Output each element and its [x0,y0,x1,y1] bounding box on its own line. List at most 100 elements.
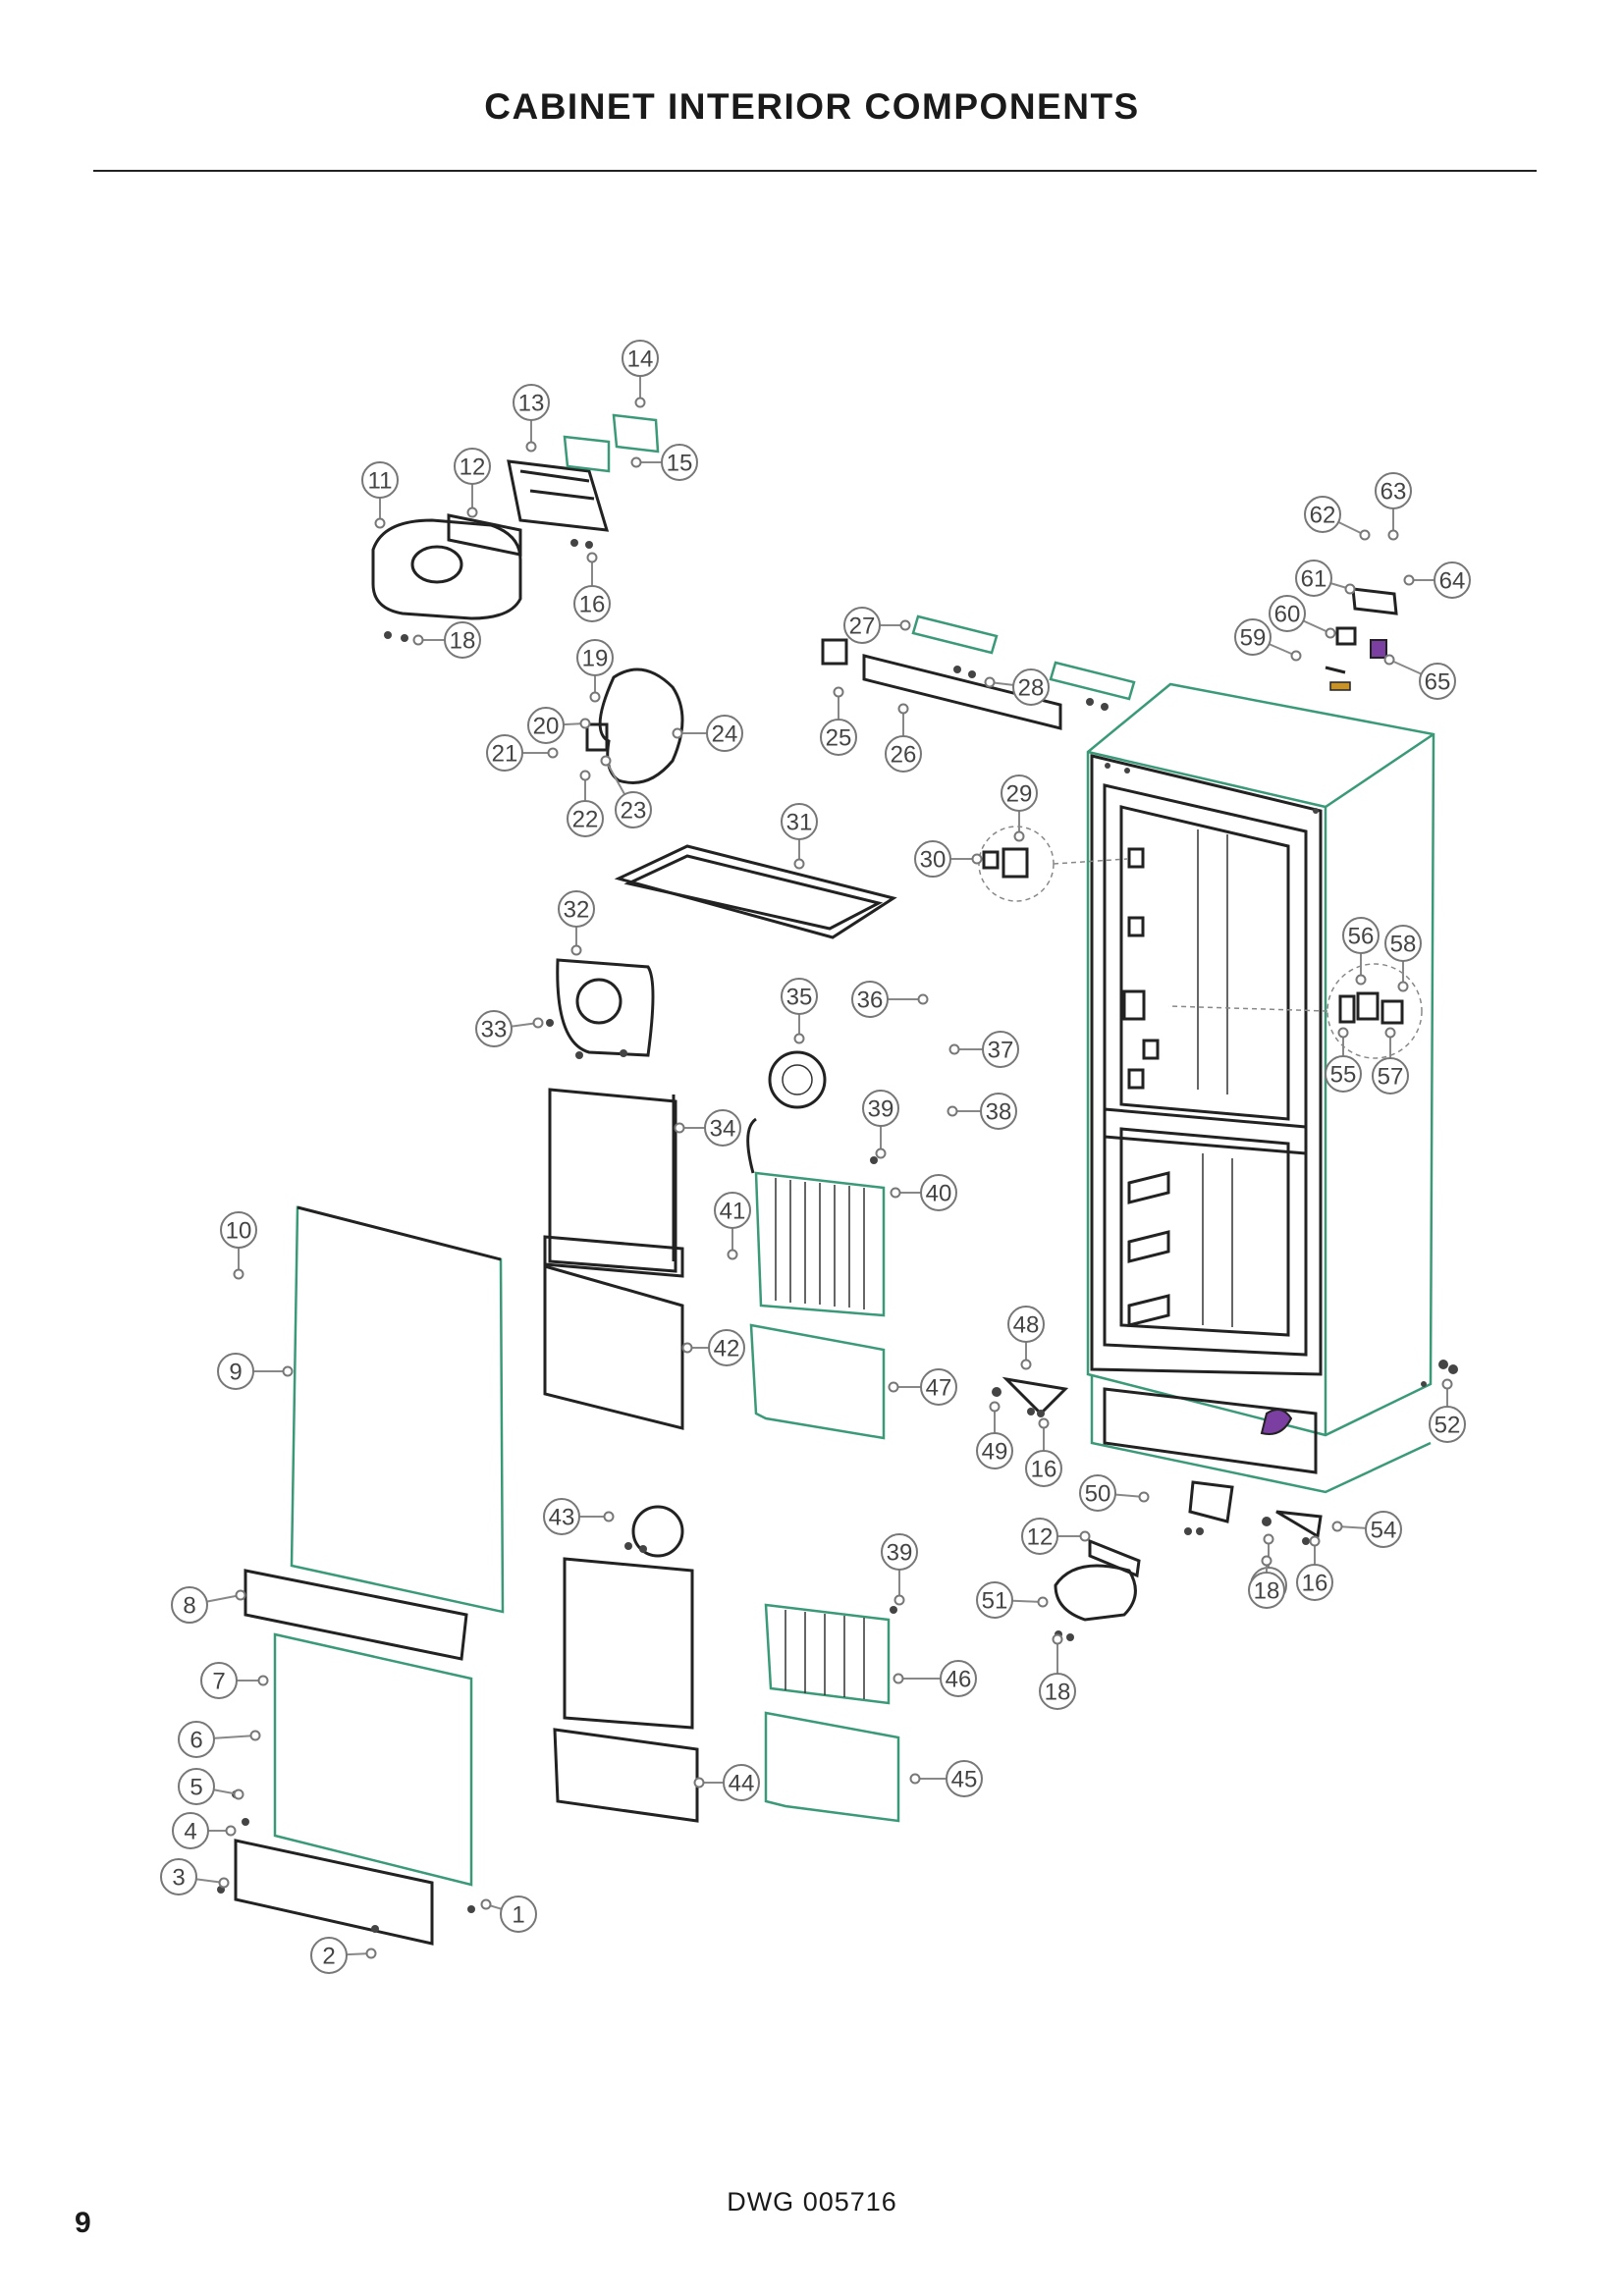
callout-27: 27 [843,607,911,644]
callout-8: 8 [171,1586,246,1624]
svg-text:9: 9 [229,1360,242,1386]
svg-text:18: 18 [450,628,476,655]
callout-28: 28 [984,668,1050,706]
svg-text:49: 49 [982,1439,1008,1466]
callout-9: 9 [217,1353,294,1390]
callout-19: 19 [576,639,614,703]
callout-65: 65 [1383,654,1456,700]
svg-text:28: 28 [1018,675,1045,702]
callout-18: 18 [1248,1555,1285,1609]
svg-text:60: 60 [1274,602,1301,628]
svg-text:37: 37 [988,1038,1014,1064]
svg-text:25: 25 [826,725,852,752]
svg-text:5: 5 [189,1775,202,1801]
evaporator-coil [746,1117,886,1317]
svg-text:32: 32 [564,897,590,924]
callout-34: 34 [674,1109,741,1147]
parts-drawing [217,413,1458,1946]
callout-35: 35 [781,978,818,1044]
svg-text:34: 34 [710,1116,736,1143]
svg-text:6: 6 [189,1728,202,1754]
callout-62: 62 [1304,496,1371,541]
callout-2: 2 [310,1937,377,1974]
svg-text:8: 8 [183,1593,195,1620]
callout-41: 41 [714,1192,751,1260]
svg-text:4: 4 [184,1819,196,1845]
callout-46: 46 [893,1660,977,1697]
callout-11: 11 [361,461,399,529]
callout-29: 29 [1001,774,1038,842]
callout-6: 6 [178,1721,261,1758]
callout-44: 44 [693,1764,760,1801]
svg-text:41: 41 [720,1199,746,1225]
callout-4: 4 [172,1812,237,1849]
svg-text:65: 65 [1425,669,1451,696]
svg-text:40: 40 [926,1181,952,1207]
svg-text:16: 16 [1302,1571,1328,1597]
svg-text:44: 44 [729,1771,755,1797]
callout-56: 56 [1342,917,1380,986]
callout-32: 32 [558,890,595,956]
svg-text:18: 18 [1045,1680,1071,1706]
callout-1: 1 [480,1896,537,1933]
svg-text:42: 42 [714,1336,740,1362]
callout-61: 61 [1295,560,1356,597]
svg-text:61: 61 [1301,566,1327,593]
svg-text:12: 12 [460,454,486,481]
callout-12: 12 [1021,1518,1091,1555]
callout-12: 12 [454,448,491,518]
callout-49: 49 [976,1401,1013,1469]
svg-text:13: 13 [518,391,545,417]
svg-text:21: 21 [492,741,518,768]
svg-text:10: 10 [226,1218,252,1245]
callout-43: 43 [543,1498,615,1535]
svg-text:30: 30 [920,847,947,874]
callout-64: 64 [1403,561,1471,599]
page-title: CABINET INTERIOR COMPONENTS [484,86,1140,127]
callout-55: 55 [1325,1027,1362,1093]
callout-13: 13 [513,384,550,453]
callout-14: 14 [622,340,659,408]
callout-22: 22 [567,770,604,837]
svg-text:56: 56 [1348,924,1375,950]
callout-23: 23 [600,755,652,828]
callout-60: 60 [1269,595,1336,639]
svg-text:3: 3 [172,1865,185,1892]
svg-text:58: 58 [1390,932,1417,958]
svg-text:38: 38 [986,1099,1012,1126]
callout-59: 59 [1234,618,1302,662]
callout-16: 16 [1296,1535,1333,1601]
callout-18: 18 [1039,1633,1076,1710]
svg-text:20: 20 [533,714,560,740]
callout-26: 26 [885,703,922,773]
callout-57: 57 [1372,1027,1409,1095]
callout-38: 38 [947,1093,1017,1130]
callout-24: 24 [672,715,743,752]
callout-16: 16 [573,552,611,622]
svg-text:22: 22 [572,807,599,833]
callout-58: 58 [1384,925,1422,992]
callout-20: 20 [527,707,591,744]
svg-text:31: 31 [786,810,813,836]
page-number: 9 [75,2207,91,2239]
callout-31: 31 [781,803,818,870]
svg-text:12: 12 [1027,1524,1054,1551]
callout-5: 5 [178,1768,244,1805]
svg-text:16: 16 [579,592,606,618]
callout-33: 33 [475,1010,544,1047]
callout-18: 18 [412,621,481,659]
callout-48: 48 [1007,1306,1045,1370]
svg-text:59: 59 [1240,625,1267,652]
svg-text:19: 19 [582,646,609,672]
svg-text:18: 18 [1254,1578,1280,1605]
svg-text:15: 15 [667,451,693,477]
svg-text:27: 27 [849,614,876,640]
svg-text:11: 11 [368,468,393,495]
callout-10: 10 [220,1211,257,1280]
svg-text:64: 64 [1439,568,1466,595]
svg-text:63: 63 [1380,479,1407,506]
callout-25: 25 [820,686,857,756]
svg-text:54: 54 [1371,1518,1397,1544]
callout-51: 51 [976,1581,1049,1619]
svg-text:1: 1 [512,1902,524,1929]
